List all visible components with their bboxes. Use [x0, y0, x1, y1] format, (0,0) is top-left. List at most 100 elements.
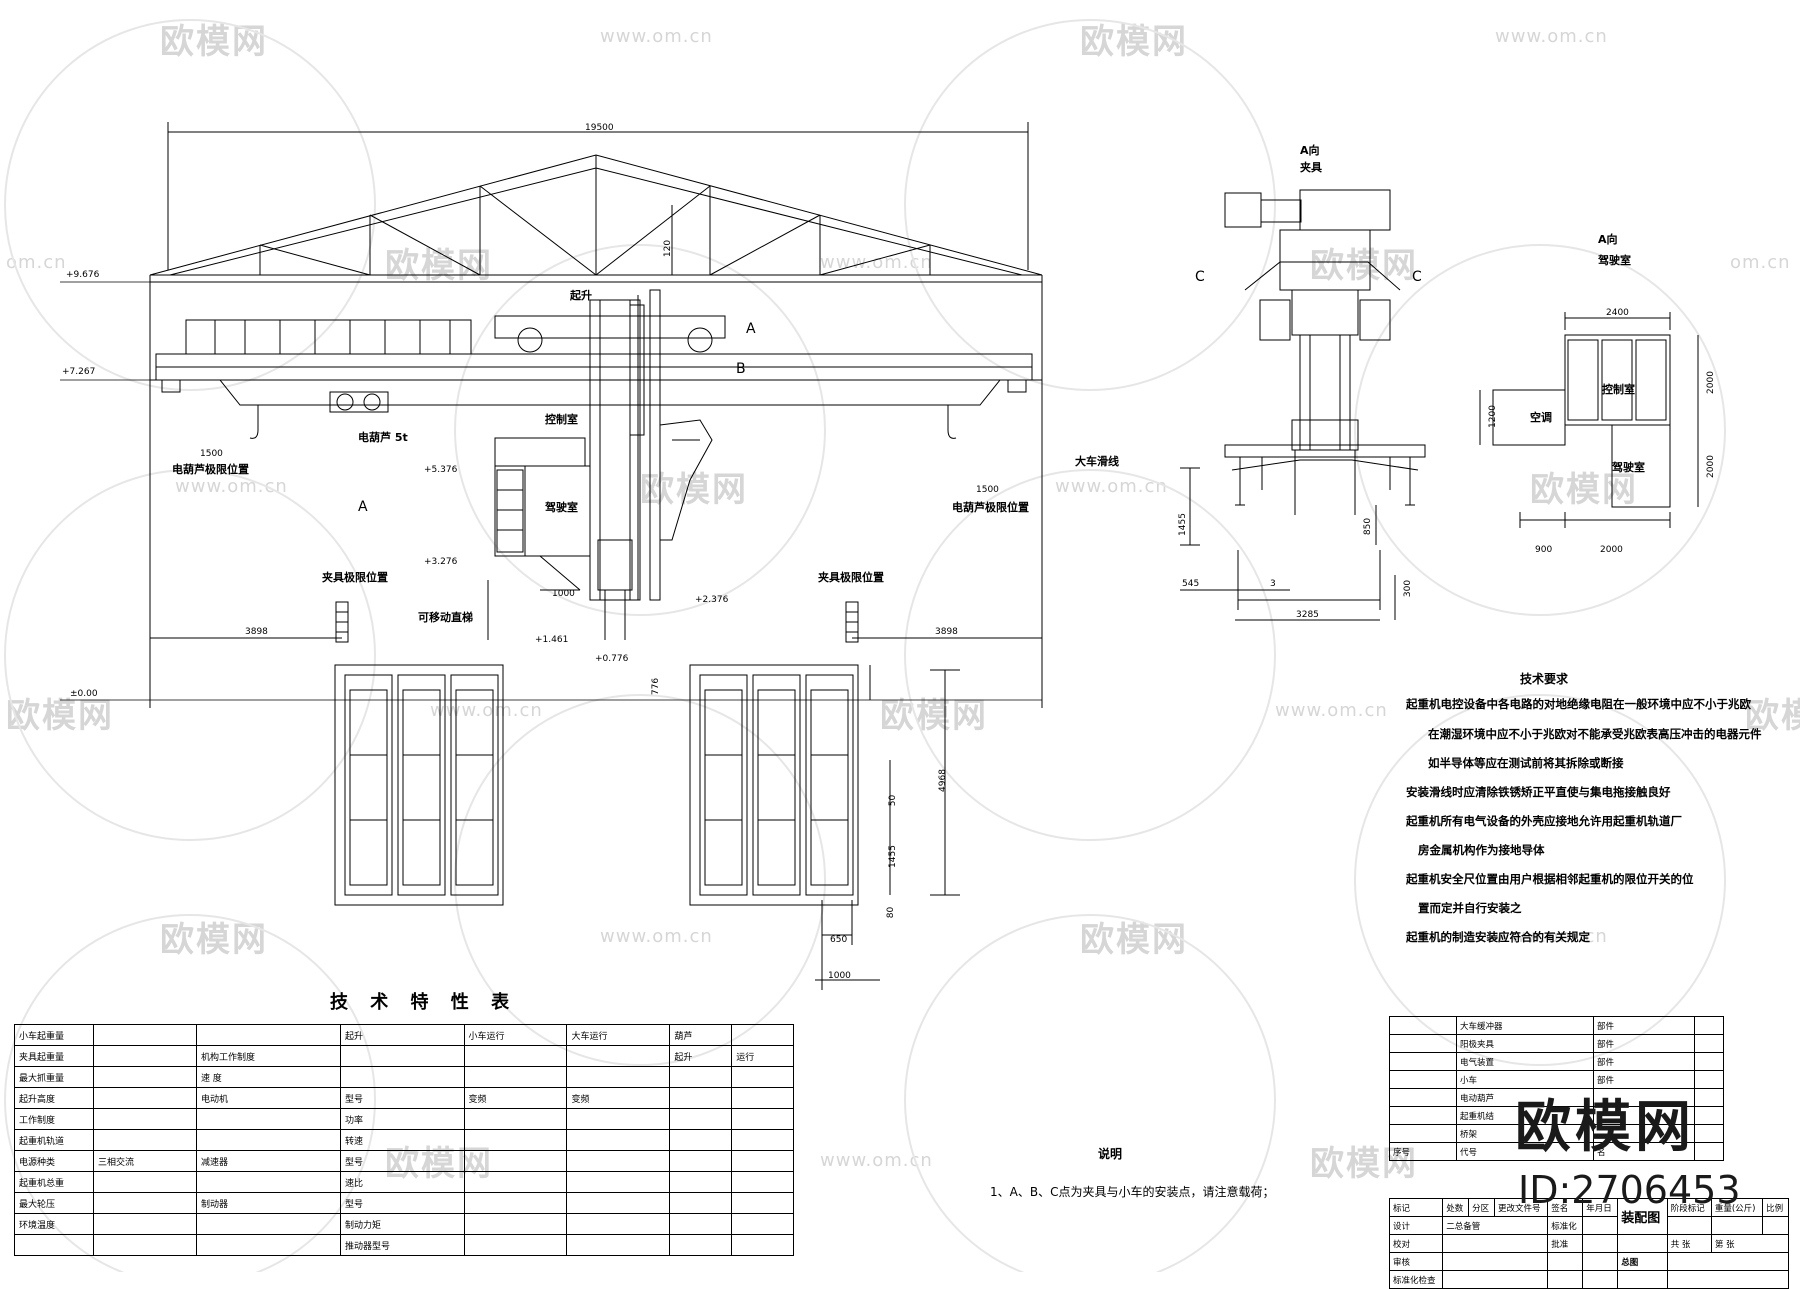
spec-cell: [195, 1108, 342, 1130]
tech-requirement-line: 在潮湿环境中应不小于兆欧对不能承受兆欧表高压冲击的电器元件: [1428, 727, 1762, 741]
spec-cell: [566, 1171, 671, 1193]
elevation-mark: +9.676: [66, 270, 100, 280]
watermark-logo: 欧模网: [6, 696, 114, 736]
spec-cell: [731, 1213, 794, 1235]
spec-cell: 起升: [669, 1045, 733, 1067]
dimension: 900: [1535, 545, 1553, 555]
spec-cell: 制动力矩: [340, 1213, 465, 1235]
watermark-url: www.om.cn: [1275, 700, 1388, 721]
tech-requirement-line: 起重机电控设备中各电路的对地绝缘电阻在一般环境中应不小于兆欧: [1406, 697, 1751, 711]
dimension: 776: [651, 677, 662, 696]
tb-cell: [1442, 1270, 1549, 1289]
spec-cell: 起升: [340, 1024, 465, 1046]
spec-cell: 电源种类: [14, 1150, 94, 1172]
brand-logo: 欧模网: [1515, 1095, 1695, 1160]
tb-cell: [1666, 1252, 1790, 1271]
parts-cell: [1389, 1052, 1457, 1071]
elevation-mark: +2.376: [695, 595, 729, 605]
spec-cell: [731, 1024, 794, 1046]
dimension: 650: [830, 935, 848, 945]
spec-cell: [195, 1171, 342, 1193]
elevation-mark: +3.276: [424, 557, 458, 567]
spec-cell: [669, 1234, 733, 1256]
parts-name: 阳极夹具: [1456, 1034, 1594, 1053]
dimension: 1455: [1177, 513, 1188, 536]
spec-cell: [195, 1213, 342, 1235]
spec-cell: [731, 1234, 794, 1256]
parts-cell: [1693, 1070, 1725, 1089]
dimension: 1000: [552, 589, 575, 599]
tb-cell: 批准: [1547, 1234, 1584, 1253]
parts-row: 阳极夹具部件: [1389, 1034, 1725, 1053]
spec-cell: [340, 1066, 465, 1088]
spec-cell: [463, 1045, 568, 1067]
clamp-mast: [589, 289, 713, 640]
watermark-url: om.cn: [6, 252, 67, 273]
dimension: 1500: [976, 485, 999, 495]
spec-row: 最大轮压制动器型号: [14, 1192, 794, 1214]
label-hoist-limit: 电葫芦极限位置: [172, 463, 249, 476]
dimension: 3898: [245, 627, 268, 637]
spec-cell: 型号: [340, 1150, 465, 1172]
spec-cell: 功率: [340, 1108, 465, 1130]
spec-cell: 环境温度: [14, 1213, 94, 1235]
watermark-url: www.om.cn: [175, 476, 288, 497]
spec-cell: 制动器: [195, 1192, 342, 1214]
spec-cell: [669, 1171, 733, 1193]
spec-cell: [566, 1108, 671, 1130]
elevation-mark: +5.376: [424, 465, 458, 475]
spec-row: 起重机总重速比: [14, 1171, 794, 1193]
spec-cell: [566, 1045, 671, 1067]
spec-row: 最大抓重量速 度: [14, 1066, 794, 1088]
spec-cell: [463, 1129, 568, 1151]
dimension: 3285: [1296, 610, 1319, 620]
tb-cell: [1442, 1252, 1549, 1271]
spec-cell: 起升高度: [14, 1087, 94, 1109]
label-c-right: C: [1412, 269, 1422, 285]
dimension: 3: [1270, 579, 1276, 589]
watermark-url: www.om.cn: [600, 926, 713, 947]
label-air-conditioner: 空调: [1530, 411, 1552, 424]
spec-row: 工作制度功率: [14, 1108, 794, 1130]
tb-cell: [1582, 1270, 1619, 1289]
spec-cell: [93, 1066, 197, 1088]
spec-cell: 大车运行: [566, 1024, 671, 1046]
parts-cell: [1693, 1088, 1725, 1107]
spec-cell: 机构工作制度: [195, 1045, 342, 1067]
spec-cell: [731, 1066, 794, 1088]
cab-view-subtitle: 驾驶室: [1598, 254, 1631, 267]
spec-cell: [14, 1234, 94, 1256]
spec-cell: 型号: [340, 1192, 465, 1214]
tb-cell: 设计: [1388, 1216, 1444, 1235]
dimension: 2000: [1705, 455, 1716, 478]
spec-cell: [195, 1234, 342, 1256]
span-dimension: 19500: [585, 123, 614, 133]
spec-row: 夹具起重量机构工作制度起升运行: [14, 1045, 794, 1067]
spec-cell: [93, 1087, 197, 1109]
label-hoist: 电葫芦 5t: [358, 431, 408, 444]
spec-cell: [93, 1108, 197, 1130]
spec-cell: [669, 1066, 733, 1088]
dimension: 2400: [1606, 308, 1629, 318]
spec-cell: 速 度: [195, 1066, 342, 1088]
tb-cell: [1582, 1216, 1619, 1235]
tb-cell: 标准化: [1547, 1216, 1584, 1235]
tb-general: 总图: [1617, 1252, 1668, 1271]
note-title: 说明: [1098, 1147, 1123, 1161]
brand-id: ID:2706453: [1518, 1168, 1741, 1212]
tb-cell: 二总备管: [1442, 1216, 1549, 1235]
parts-cell: [1389, 1106, 1457, 1125]
parts-cell: [1389, 1016, 1457, 1035]
parts-cell: [1693, 1016, 1725, 1035]
spec-row: 电源种类三相交流减速器型号: [14, 1150, 794, 1172]
dimension: 2000: [1600, 545, 1623, 555]
tech-requirement-line: 起重机安全尺位置由用户根据相邻起重机的限位开关的位: [1406, 872, 1694, 886]
spec-cell: [195, 1024, 342, 1046]
spec-cell: [731, 1129, 794, 1151]
spec-cell: [463, 1213, 568, 1235]
spec-row: 起升高度电动机型号变频变频: [14, 1087, 794, 1109]
elevation-mark: ±0.00: [70, 689, 98, 699]
dimension: 4968: [937, 769, 948, 792]
parts-cell: [1389, 1034, 1457, 1053]
parts-cell: [1693, 1124, 1725, 1143]
